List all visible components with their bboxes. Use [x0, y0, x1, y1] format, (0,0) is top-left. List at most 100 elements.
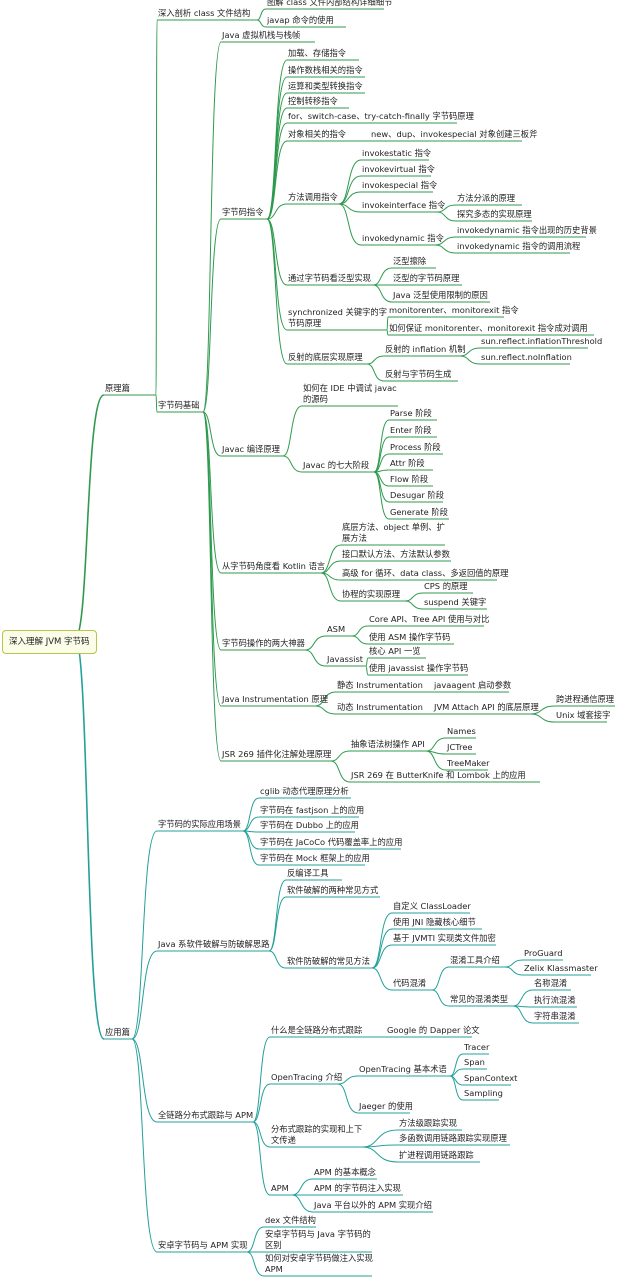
- node-p5d1[interactable]: CPS 的原理: [424, 581, 468, 591]
- node-a1a[interactable]: cglib 动态代理原理分析: [260, 786, 349, 796]
- node-p3i2[interactable]: 如何保证 monitorenter、monitorexit 指令成对调用: [389, 323, 588, 333]
- node-a3b1[interactable]: OpenTracing 基本术语: [359, 1064, 447, 1074]
- node-p3g5b[interactable]: invokedynamic 指令的调用流程: [457, 241, 581, 251]
- node-a3d1[interactable]: APM 的基本概念: [314, 1167, 376, 1177]
- node-a4a[interactable]: dex 文件结构: [265, 1215, 316, 1225]
- node-p3i[interactable]: synchronized 关键字的字节码原理: [288, 307, 388, 328]
- node-a3a[interactable]: 什么是全链路分布式跟踪: [271, 1025, 363, 1035]
- node-a3c1[interactable]: 方法级跟踪实现: [399, 1118, 458, 1128]
- node-p6b2[interactable]: 使用 javassist 操作字节码: [369, 663, 469, 673]
- node-p3i1[interactable]: monitorenter、monitorexit 指令: [389, 305, 519, 315]
- node-p3g5[interactable]: invokedynamic 指令: [362, 233, 444, 243]
- node-p7[interactable]: Java Instrumentation 原理: [222, 694, 329, 704]
- node-p3f1[interactable]: new、dup、invokespecial 对象创建三板斧: [371, 129, 538, 139]
- node-a2c4b2[interactable]: 执行流混淆: [534, 995, 576, 1005]
- node-a3b1c[interactable]: SpanContext: [464, 1073, 518, 1083]
- node-p3h3[interactable]: Java 泛型使用限制的原因: [393, 290, 488, 300]
- node-a2c4b1[interactable]: 名称混淆: [534, 978, 568, 988]
- node-p5d2[interactable]: suspend 关键字: [424, 597, 487, 607]
- node-p6a[interactable]: ASM: [327, 624, 346, 634]
- node-p4b[interactable]: Javac 的七大阶段: [303, 460, 370, 470]
- node-p5d[interactable]: 协程的实现原理: [342, 589, 401, 599]
- node-a2c4a1[interactable]: ProGuard: [524, 948, 563, 958]
- node-p3g4b[interactable]: 探究多态的实现原理: [457, 209, 532, 219]
- node-a3c2[interactable]: 多函数调用链路跟踪实现原理: [399, 1133, 507, 1143]
- node-p8b[interactable]: JSR 269 在 ButterKnife 和 Lombok 上的应用: [351, 770, 526, 780]
- node-a2b[interactable]: 软件破解的两种常见方式: [287, 885, 379, 895]
- node-p4b2[interactable]: Enter 阶段: [390, 425, 432, 435]
- node-p7a1[interactable]: javaagent 启动参数: [434, 680, 512, 690]
- node-a3b[interactable]: OpenTracing 介绍: [271, 1072, 343, 1082]
- node-p8a3[interactable]: TreeMaker: [447, 758, 490, 768]
- node-p4a[interactable]: 如何在 IDE 中调试 javac 的源码: [303, 383, 397, 404]
- node-p3h[interactable]: 通过字节码看泛型实现: [288, 273, 371, 283]
- node-a2c4a[interactable]: 混淆工具介绍: [450, 955, 500, 965]
- node-p3a[interactable]: 加载、存储指令: [288, 48, 347, 58]
- node-a3[interactable]: 全链路分布式跟踪与 APM: [158, 1110, 254, 1120]
- node-p1b[interactable]: javap 命令的使用: [267, 15, 334, 25]
- node-a2[interactable]: Java 系软件破解与防破解思路: [158, 939, 270, 949]
- node-a1[interactable]: 字节码的实际应用场景: [158, 819, 241, 829]
- node-p2a[interactable]: Java 虚拟机栈与栈帧: [222, 30, 301, 40]
- node-p7b1a[interactable]: 跨进程通信原理: [556, 694, 615, 704]
- node-p3g4a[interactable]: 方法分派的原理: [457, 193, 516, 203]
- node-a2c1[interactable]: 自定义 ClassLoader: [393, 901, 471, 911]
- node-a1c[interactable]: 字节码在 Dubbo 上的应用: [260, 820, 359, 830]
- node-p8[interactable]: JSR 269 插件化注解处理原理: [222, 749, 332, 759]
- node-p3g1[interactable]: invokestatic 指令: [362, 148, 432, 158]
- node-p3g2[interactable]: invokevirtual 指令: [362, 164, 435, 174]
- node-p7b1[interactable]: JVM Attach API 的底层原理: [434, 702, 539, 712]
- node-a3d2[interactable]: APM 的字节码注入实现: [314, 1183, 401, 1193]
- node-p3j[interactable]: 反射的底层实现原理: [288, 352, 363, 362]
- node-p3j1b[interactable]: sun.reflect.noInflation: [481, 352, 572, 362]
- node-a3c[interactable]: 分布式跟踪的实现和上下文传递: [271, 1124, 363, 1145]
- node-p6a1[interactable]: Core API、Tree API 使用与对比: [369, 614, 490, 624]
- node-p8a2[interactable]: JCTree: [447, 742, 473, 752]
- node-p5b[interactable]: 接口默认方法、方法默认参数: [342, 549, 450, 559]
- node-p3g3[interactable]: invokespecial 指令: [362, 180, 438, 190]
- node-a3a1[interactable]: Google 的 Dapper 论文: [387, 1025, 480, 1035]
- node-p4b3[interactable]: Process 阶段: [390, 442, 441, 452]
- node-p6a2[interactable]: 使用 ASM 操作字节码: [369, 632, 451, 642]
- node-p7b[interactable]: 动态 Instrumentation: [337, 702, 423, 712]
- node-p4b5[interactable]: Flow 阶段: [390, 474, 429, 484]
- node-p3b[interactable]: 操作数栈相关的指令: [288, 65, 363, 75]
- node-p5[interactable]: 从字节码角度看 Kotlin 语言: [222, 561, 326, 571]
- node-p8a1[interactable]: Names: [447, 726, 476, 736]
- node-p3j1a[interactable]: sun.reflect.inflationThreshold: [481, 336, 603, 346]
- node-a2c4a2[interactable]: Zelix Klassmaster: [524, 963, 598, 973]
- node-p0[interactable]: 原理篇: [105, 383, 130, 393]
- node-p3e[interactable]: for、switch-case、try-catch-finally 字节码原理: [288, 111, 474, 121]
- node-a3b1a[interactable]: Tracer: [464, 1042, 490, 1052]
- node-p4b1[interactable]: Parse 阶段: [390, 408, 432, 418]
- node-a1e[interactable]: 字节码在 Mock 框架上的应用: [260, 853, 370, 863]
- node-a3c3[interactable]: 扩进程调用链路跟踪: [399, 1150, 474, 1160]
- node-a4c[interactable]: 如何对安卓字节码做注入实现 APM: [265, 1253, 373, 1274]
- node-a3d3[interactable]: Java 平台以外的 APM 实现介绍: [314, 1200, 432, 1210]
- node-p3d[interactable]: 控制转移指令: [288, 96, 338, 106]
- node-p1[interactable]: 深入剖析 class 文件结构: [158, 8, 251, 18]
- node-p2[interactable]: 字节码基础: [158, 400, 200, 410]
- node-a2c3[interactable]: 基于 JVMTI 实现类文件加密: [393, 933, 496, 943]
- node-a2c[interactable]: 软件防破解的常见方法: [287, 956, 370, 966]
- node-p3f[interactable]: 对象相关的指令: [288, 129, 347, 139]
- node-p1a[interactable]: 图解 class 文件内部结构详细细节: [267, 0, 393, 7]
- node-a2c4b3[interactable]: 字符串混淆: [534, 1011, 576, 1021]
- node-p3[interactable]: 字节码指令: [222, 207, 264, 217]
- node-p4b6[interactable]: Desugar 阶段: [390, 490, 445, 500]
- node-a0[interactable]: 应用篇: [105, 1027, 130, 1037]
- node-p8a[interactable]: 抽象语法树操作 API: [351, 739, 425, 749]
- node-p7b1b[interactable]: Unix 域套接字: [556, 710, 611, 720]
- node-p4b7[interactable]: Generate 阶段: [390, 507, 448, 517]
- node-a1d[interactable]: 字节码在 JaCoCo 代码覆盖率上的应用: [260, 837, 403, 847]
- node-a3b1d[interactable]: Sampling: [464, 1088, 503, 1098]
- node-p5c[interactable]: 高级 for 循环、data class、多返回值的原理: [342, 568, 509, 578]
- root-node[interactable]: 深入理解 JVM 字节码: [2, 630, 97, 654]
- node-a3b2[interactable]: Jaeger 的使用: [359, 1101, 413, 1111]
- node-p7a[interactable]: 静态 Instrumentation: [337, 680, 423, 690]
- node-p6b[interactable]: Javassist: [327, 654, 364, 664]
- node-a3b1b[interactable]: Span: [464, 1057, 485, 1067]
- node-p3g[interactable]: 方法调用指令: [288, 192, 338, 202]
- node-p4b4[interactable]: Attr 阶段: [390, 458, 425, 468]
- node-a2c2[interactable]: 使用 JNI 隐藏核心细节: [393, 917, 476, 927]
